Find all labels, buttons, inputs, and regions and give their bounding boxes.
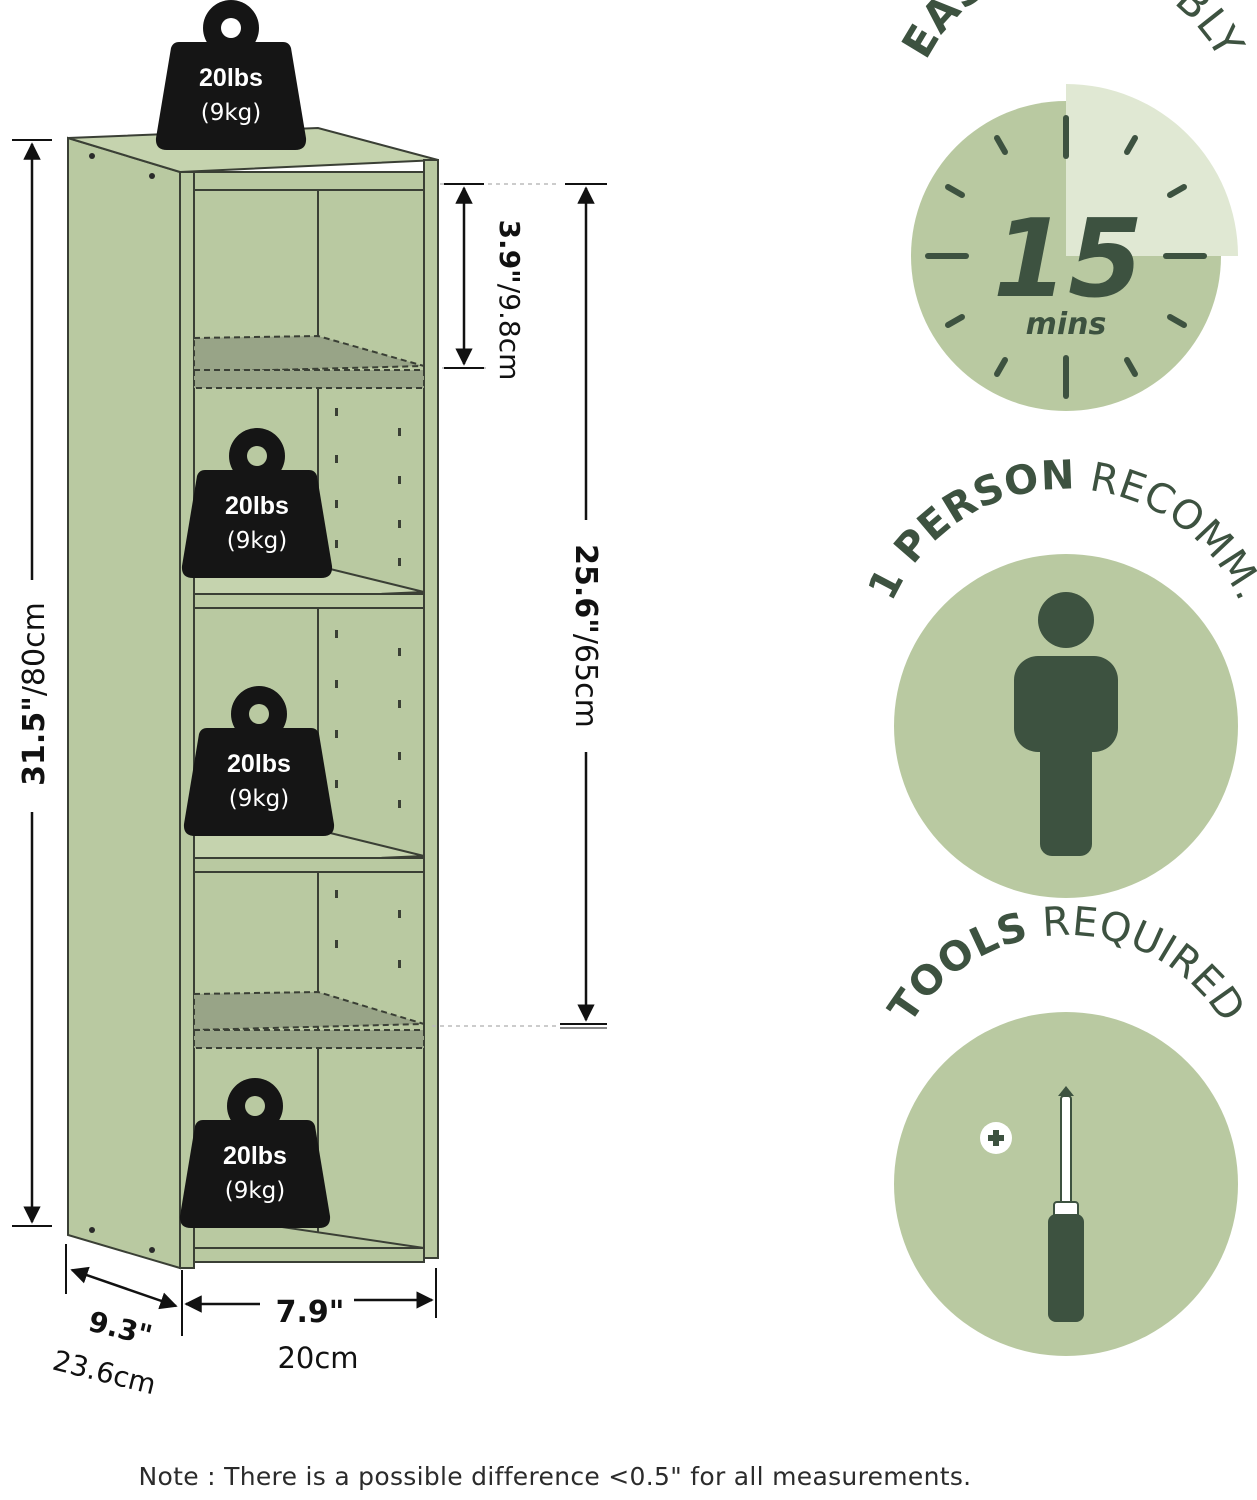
bookcase-fixed-shelf-edge (193, 593, 425, 609)
top-gap-cm: /9.8cm (493, 284, 526, 381)
bookcase-top-rail (193, 171, 425, 191)
shelf-pin-holes (335, 408, 401, 968)
depth-cm: 23.6cm (49, 1344, 159, 1401)
svg-text:EASY ASSEMBLY: EASY ASSEMBLY (892, 0, 1254, 66)
weight-kg-label: (9kg) (229, 786, 290, 812)
weight-capacity-icon: 20lbs (9kg) (181, 428, 333, 578)
depth-dimension: 9.3" 23.6cm (49, 1244, 183, 1401)
feature-assembly-light: ASSEMBLY (1024, 0, 1254, 66)
assembly-time-number: 15 (993, 197, 1143, 322)
adjustable-shelf-upper (193, 334, 425, 374)
feature-tools-bold: TOOLS (880, 904, 1033, 1031)
total-height-dimension: 31.5"/80cm (12, 139, 52, 1227)
width-dimension: 7.9" 20cm (184, 1268, 437, 1375)
weight-lbs-label: 20lbs (199, 64, 263, 92)
clock-tick-marks (925, 115, 1207, 399)
adjustable-shelf-lower (193, 990, 425, 1032)
plus-icon (980, 1122, 1012, 1154)
bookcase-front-left-edge (179, 171, 195, 1269)
adjustable-range-cm: /65cm (568, 634, 603, 728)
adjustable-range-inches: 25.6" (568, 544, 603, 634)
svg-text:3.9"/9.8cm: 3.9"/9.8cm (493, 220, 526, 381)
weight-kg-label: (9kg) (201, 100, 262, 126)
weight-kg-label: (9kg) (227, 528, 288, 554)
bookcase-bottom-rail (193, 1247, 425, 1263)
top-gap-inches: 3.9" (493, 220, 526, 284)
svg-text:TOOLS REQUIRED: TOOLS REQUIRED (880, 899, 1254, 1031)
person-icon (1014, 592, 1118, 856)
screw-dots (89, 153, 155, 1253)
measurement-note: Note : There is a possible difference <0… (138, 1462, 972, 1491)
weight-lbs-label: 20lbs (225, 492, 289, 520)
weight-capacity-icon: 20lbs (9kg) (179, 1078, 331, 1228)
weight-capacity-icon: 20lbs (9kg) (183, 686, 335, 836)
depth-inches: 9.3" (85, 1305, 155, 1353)
bookcase-side-panel (67, 136, 181, 1270)
weight-capacity-icon: 20lbs (9kg) (155, 0, 307, 150)
width-cm: 20cm (277, 1341, 358, 1375)
adjustable-range-dimension: 25.6"/65cm (432, 183, 607, 1029)
top-gap-dimension: 3.9"/9.8cm (440, 183, 560, 381)
bookcase-front-right-edge (423, 159, 439, 1259)
adjustable-shelf-upper-edge (193, 369, 425, 389)
assembly-time-unit: mins (1026, 307, 1107, 342)
svg-text:25.6"/65cm: 25.6"/65cm (568, 544, 603, 728)
one-person-feature: 1 PERSON RECOMM. (860, 452, 1257, 898)
screwdriver-icon (1048, 1086, 1084, 1322)
feature-tools-light: REQUIRED (1041, 899, 1254, 1031)
weight-kg-label: (9kg) (225, 1178, 286, 1204)
clock-elapsed-wedge (1066, 84, 1238, 256)
adjustable-shelf-lower-edge (193, 1029, 425, 1049)
total-height-inches: 31.5" (17, 696, 52, 786)
feature-easy-bold: EASY (892, 0, 1021, 66)
weight-lbs-label: 20lbs (223, 1142, 287, 1170)
svg-text:31.5"/80cm: 31.5"/80cm (17, 602, 52, 786)
bookcase-fixed-shelf-edge (193, 857, 425, 873)
total-height-cm: /80cm (17, 602, 52, 696)
easy-assembly-feature: EASY ASSEMBLY 15 mins (892, 0, 1254, 411)
width-inches: 7.9" (276, 1295, 345, 1330)
weight-lbs-label: 20lbs (227, 750, 291, 778)
tools-required-feature: TOOLS REQUIRED (880, 899, 1254, 1356)
